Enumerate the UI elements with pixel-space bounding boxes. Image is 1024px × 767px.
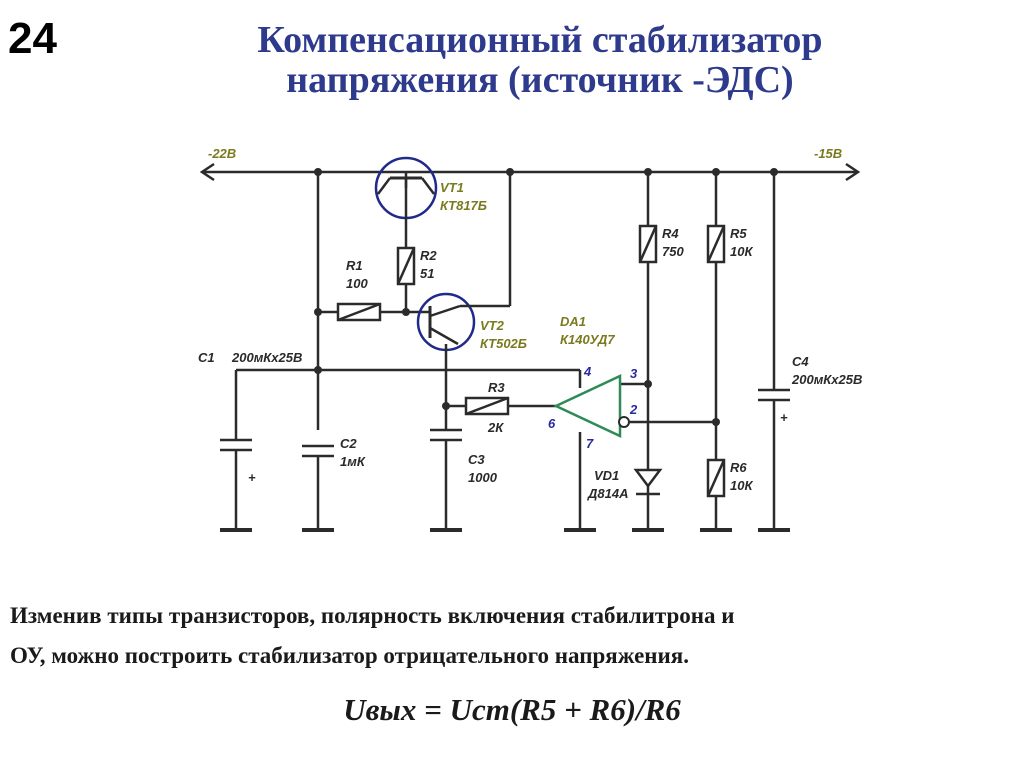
output-voltage-formula: Uвых = Uст(R5 + R6)/R6 xyxy=(343,692,681,727)
r1-label: R1 xyxy=(346,258,363,273)
pin-3-label: 3 xyxy=(630,366,638,381)
vd1-type: Д814А xyxy=(587,486,628,501)
c4-value: 200мКх25В xyxy=(791,372,862,387)
c2-value: 1мК xyxy=(340,454,366,469)
c1-label: C1 xyxy=(198,350,215,365)
pin-7-label: 7 xyxy=(586,436,594,451)
c1-plus: + xyxy=(248,470,256,485)
junction-dot xyxy=(402,308,410,316)
explanation-text: Изменив типы транзисторов, полярность вк… xyxy=(10,596,1018,676)
slide-number: 24 xyxy=(8,14,57,63)
r1-value: 100 xyxy=(346,276,368,291)
r4-value: 750 xyxy=(662,244,684,259)
circuit-diagram: -22В -15В VT1 КТ817Б R2 51 R1 100 VT2 КТ… xyxy=(198,146,862,532)
output-arrow xyxy=(845,162,861,182)
vt2-transistor xyxy=(416,292,476,352)
slide-title: Компенсационный стабилизатор напряжения … xyxy=(120,20,960,100)
r6-value: 10К xyxy=(730,478,753,493)
r2-label: R2 xyxy=(420,248,437,263)
r5-value: 10К xyxy=(730,244,753,259)
junction-dot xyxy=(314,366,322,374)
junction-dot xyxy=(712,418,720,426)
explanation-line-1: Изменив типы транзисторов, полярность вк… xyxy=(10,603,735,628)
vt2-label: VT2 xyxy=(480,318,505,333)
c1-value: 200мКх25В xyxy=(231,350,302,365)
da1-label: DA1 xyxy=(560,314,586,329)
c3-label: C3 xyxy=(468,452,485,467)
c4-label: C4 xyxy=(792,354,809,369)
c4-plus: + xyxy=(780,410,788,425)
r3-label: R3 xyxy=(488,380,505,395)
junction-dot xyxy=(314,168,322,176)
junction-dot xyxy=(644,380,652,388)
vt1-type: КТ817Б xyxy=(440,198,487,213)
junction-dot xyxy=(314,308,322,316)
output-voltage-label: -15В xyxy=(814,146,842,161)
junction-dot xyxy=(442,402,450,410)
vt1-label: VT1 xyxy=(440,180,464,195)
r2-value: 51 xyxy=(420,266,434,281)
da1-opamp xyxy=(553,374,622,438)
input-voltage-label: -22В xyxy=(208,146,236,161)
r3-value: 2К xyxy=(487,420,504,435)
da1-type: К140УД7 xyxy=(560,332,615,347)
vd1-zener-diode xyxy=(633,468,663,489)
r5-label: R5 xyxy=(730,226,747,241)
c3-value: 1000 xyxy=(468,470,498,485)
explanation-line-2: ОУ, можно построить стабилизатор отрицат… xyxy=(10,643,690,668)
junction-dot xyxy=(644,168,652,176)
input-arrow xyxy=(199,162,215,182)
opamp-output-bubble xyxy=(618,416,630,428)
junction-dot xyxy=(770,168,778,176)
vd1-label: VD1 xyxy=(594,468,619,483)
junction-dot xyxy=(712,168,720,176)
r6-label: R6 xyxy=(730,460,747,475)
title-line-2: напряжения (источник -ЭДС) xyxy=(286,59,794,101)
c2-label: C2 xyxy=(340,436,357,451)
pin-2-label: 2 xyxy=(629,402,638,417)
pin-6-label: 6 xyxy=(548,416,556,431)
vt2-type: КТ502Б xyxy=(480,336,527,351)
title-line-1: Компенсационный стабилизатор xyxy=(257,19,823,61)
pin-4-label: 4 xyxy=(583,364,592,379)
junction-dot xyxy=(506,168,514,176)
r4-label: R4 xyxy=(662,226,679,241)
